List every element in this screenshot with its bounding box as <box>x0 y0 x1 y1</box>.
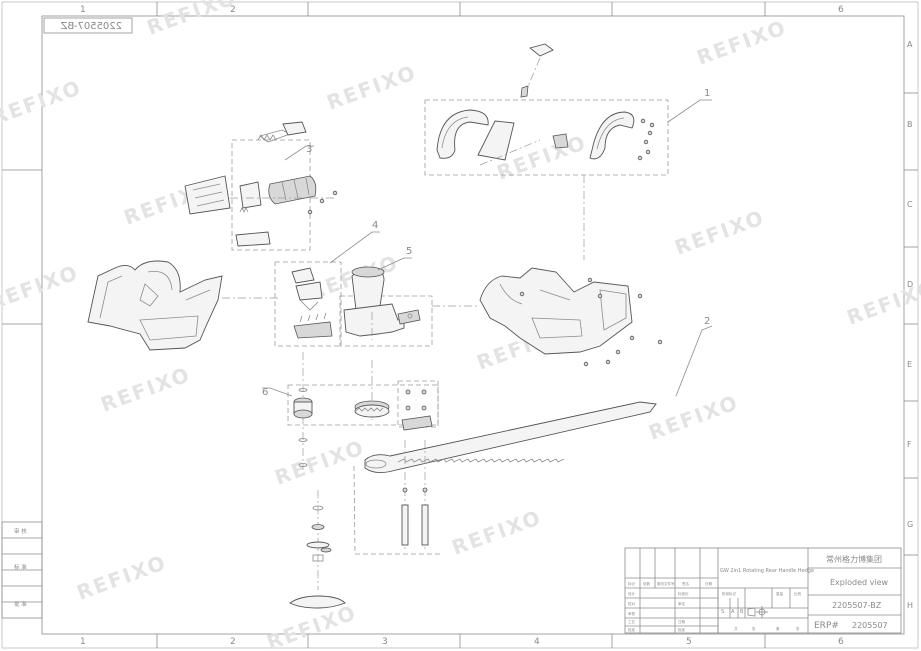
col-label-top-6: 6 <box>838 5 844 15</box>
svg-text:REFIXO: REFIXO <box>144 0 240 40</box>
row-label-d: D <box>907 280 913 289</box>
callout-6-leader <box>262 387 293 397</box>
gear-group <box>287 352 439 470</box>
title-stage-mark-b: B <box>740 609 744 615</box>
title-header-cell-5: 日期 <box>705 581 713 586</box>
callout-6: 6 <box>262 387 268 398</box>
title-sheet-total-unit: 张 <box>752 626 756 631</box>
handle-assembly-group <box>424 43 669 260</box>
svg-text:REFIXO: REFIXO <box>0 260 82 315</box>
title-mid-3: 日期 <box>678 619 686 624</box>
title-sheet-num-unit: 张 <box>796 626 800 631</box>
title-header-cell-1: 标记 <box>628 581 636 586</box>
motor-assembly-group <box>274 261 433 347</box>
callout-3: 3 <box>306 144 312 155</box>
title-product-name: GW 2in1 Rotating Rear Handle Hedge <box>720 568 814 574</box>
margin-label-approve: 批 准 <box>14 600 27 608</box>
row-label-e: E <box>907 360 912 369</box>
title-sheet-num: 第 <box>776 626 780 631</box>
title-header-cell-2: 处数 <box>643 581 651 586</box>
title-header-cell-3: 更改文件号 <box>657 581 675 586</box>
svg-text:REFIXO: REFIXO <box>449 505 545 560</box>
margin-label-standard: 标 准 <box>14 563 27 571</box>
title-role-2: 校对 <box>628 601 636 606</box>
col-label-bottom-3: 3 <box>382 637 388 647</box>
col-label-bottom-6: 6 <box>838 637 844 647</box>
switch-assembly-group <box>184 121 338 251</box>
title-role-5: 批准 <box>628 627 636 632</box>
title-mid-2: 审定 <box>678 601 686 606</box>
title-weight-label: 重量 <box>776 591 784 596</box>
callout-5-leader <box>377 257 412 271</box>
mirrored-drawing-number: 2205507-BZ <box>60 21 122 32</box>
title-drawing-title: Exploded view <box>830 578 888 587</box>
left-margin-table <box>1 521 43 619</box>
svg-text:REFIXO: REFIXO <box>646 390 742 445</box>
callout-2-leader <box>675 325 713 397</box>
title-sheet-total: 共 <box>734 626 738 631</box>
svg-text:REFIXO: REFIXO <box>74 550 170 605</box>
drawing-frame <box>41 15 905 635</box>
col-label-bottom-4: 4 <box>534 637 540 647</box>
title-header-cell-4: 签名 <box>682 581 689 586</box>
title-erp-number: 2205507 <box>852 621 888 630</box>
title-stage-mark-a: A <box>731 609 735 615</box>
row-label-g: G <box>907 520 913 529</box>
callout-3-leader <box>284 145 314 161</box>
callout-4-leader <box>329 231 380 264</box>
callout-5: 5 <box>406 246 412 257</box>
callout-1-leader <box>667 99 712 123</box>
title-block <box>624 547 902 634</box>
right-housing-half <box>432 267 663 367</box>
svg-text:REFIXO: REFIXO <box>324 60 420 115</box>
row-label-c: C <box>907 200 913 209</box>
callout-1: 1 <box>704 88 710 99</box>
left-housing-half <box>87 260 280 351</box>
svg-text:REFIXO: REFIXO <box>272 435 368 490</box>
title-company: 常州格力博集团 <box>826 554 882 564</box>
row-label-h: H <box>907 601 913 610</box>
svg-text:REFIXO: REFIXO <box>0 75 85 130</box>
margin-label-review: 审 核 <box>14 527 27 535</box>
svg-text:REFIXO: REFIXO <box>672 205 768 260</box>
row-label-a: A <box>907 40 913 49</box>
col-label-bottom-2: 2 <box>230 637 236 647</box>
title-mid-1: 标准化 <box>678 591 689 596</box>
title-drawing-number: 2205507-BZ <box>832 601 882 610</box>
title-stage-mark-s: S <box>721 609 724 615</box>
row-label-b: B <box>907 120 913 129</box>
title-scale-label: 比例 <box>794 591 802 596</box>
title-role-3: 审核 <box>628 611 636 616</box>
title-role-1: 设计 <box>628 591 636 596</box>
title-mid-4: 批准 <box>678 627 686 632</box>
col-label-bottom-5: 5 <box>686 637 692 647</box>
callout-2: 2 <box>704 316 710 327</box>
svg-text:REFIXO: REFIXO <box>694 15 790 70</box>
gearbox-cover-group <box>289 490 346 609</box>
svg-text:REFIXO: REFIXO <box>844 275 921 330</box>
col-label-top-2: 2 <box>230 5 236 15</box>
mirrored-number-box <box>43 17 133 34</box>
title-role-4: 工艺 <box>628 619 636 624</box>
title-stage-label: 阶段标记 <box>722 591 736 596</box>
title-erp-label: ERP# <box>814 621 839 631</box>
blade-assembly-group <box>353 380 657 555</box>
row-label-f: F <box>907 440 912 449</box>
callout-4: 4 <box>372 220 378 231</box>
col-label-bottom-1: 1 <box>80 637 86 647</box>
svg-text:REFIXO: REFIXO <box>98 362 194 417</box>
col-label-top-1: 1 <box>80 5 86 15</box>
projection-symbol-icon <box>747 606 768 618</box>
